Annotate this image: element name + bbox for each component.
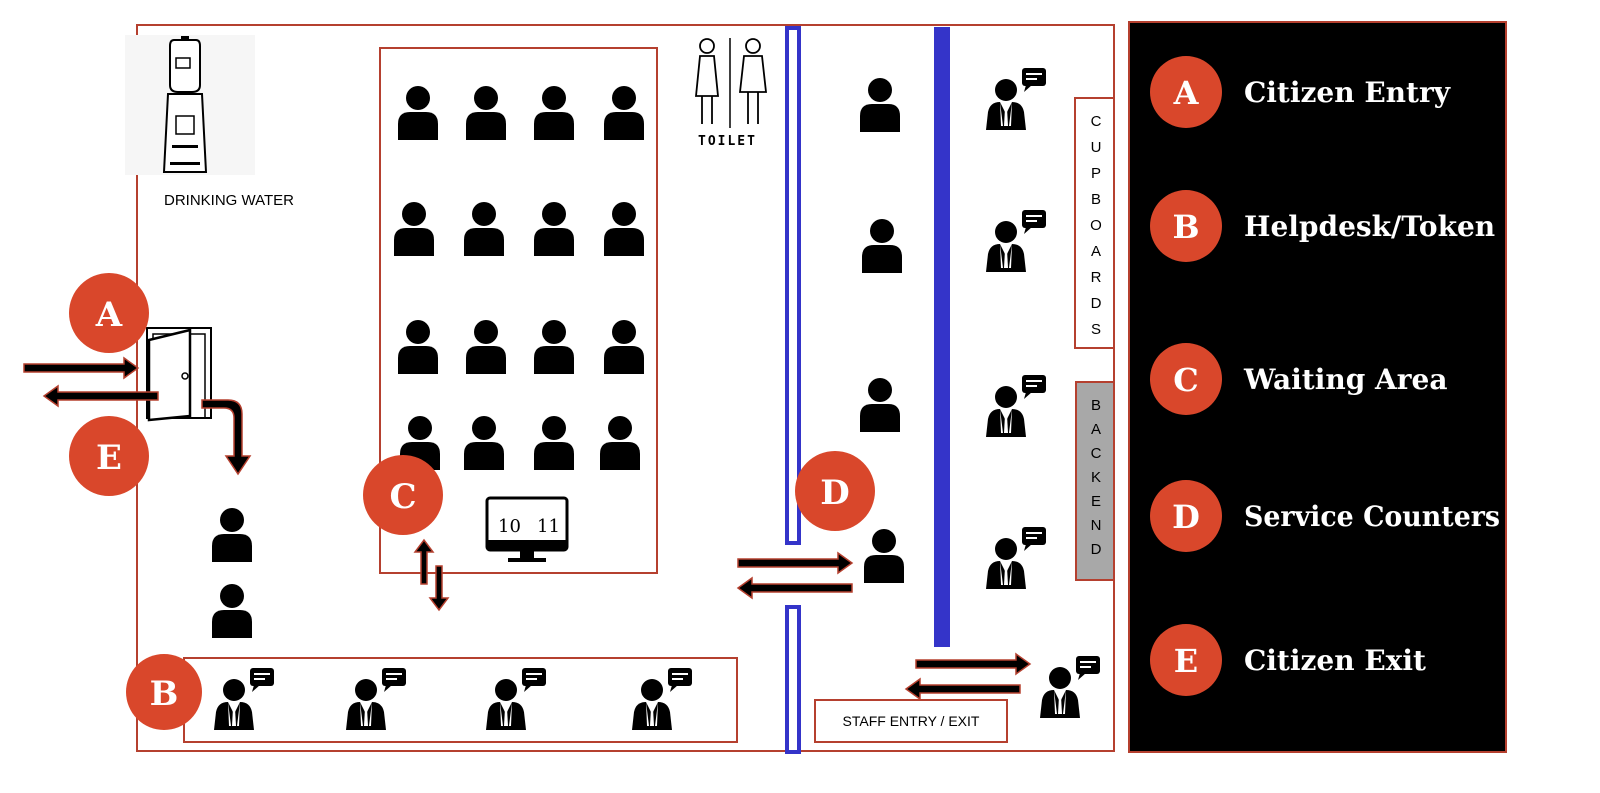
counter-arrows bbox=[736, 551, 854, 600]
legend-marker bbox=[1150, 480, 1222, 552]
marker-E: E bbox=[69, 416, 149, 496]
legend-marker bbox=[1150, 343, 1222, 415]
svg-text:E: E bbox=[96, 438, 122, 478]
partition-line-left-upper bbox=[785, 26, 801, 545]
legend-item-a: A Citizen Entry bbox=[1150, 56, 1451, 128]
token-number-2: 11 bbox=[537, 516, 560, 537]
marker-B: B bbox=[126, 654, 202, 730]
cupboards-letter: D bbox=[1091, 295, 1102, 312]
backend-letter: B bbox=[1091, 397, 1101, 414]
cupboards-letter: B bbox=[1091, 191, 1101, 208]
legend-item-b: B Helpdesk/Token bbox=[1150, 190, 1495, 262]
waiting-area-box bbox=[379, 47, 658, 574]
svg-text:D: D bbox=[820, 473, 849, 513]
legend-marker-letter: C bbox=[1173, 361, 1198, 399]
legend-marker-letter: D bbox=[1172, 498, 1200, 536]
cupboards-letter: P bbox=[1091, 165, 1101, 182]
backend-letter: D bbox=[1091, 541, 1102, 558]
toilet-label: TOILET bbox=[698, 134, 757, 149]
legend-marker bbox=[1150, 56, 1222, 128]
marker-C: C bbox=[363, 455, 443, 535]
svg-text:A: A bbox=[95, 295, 123, 335]
cupboards-letter: S bbox=[1091, 321, 1101, 338]
backend-letter: K bbox=[1091, 469, 1101, 486]
backend-letter: N bbox=[1091, 517, 1102, 534]
backend-letter: C bbox=[1091, 445, 1102, 462]
legend-item-e: E Citizen Exit bbox=[1150, 624, 1426, 696]
legend-item-label: Waiting Area bbox=[1243, 363, 1447, 396]
cupboards-letter: U bbox=[1091, 139, 1102, 156]
water-cooler-icon bbox=[125, 35, 255, 175]
to-helpdesk-arrow bbox=[201, 399, 252, 476]
staff-entry-arrows bbox=[904, 652, 1032, 701]
staff-entry-exit-box bbox=[814, 699, 1008, 743]
cupboards-letter: A bbox=[1091, 243, 1101, 260]
entry-queue-citizens bbox=[212, 508, 252, 638]
legend-marker-letter: E bbox=[1174, 642, 1198, 680]
legend-item-label: Service Counters bbox=[1244, 500, 1500, 533]
legend-marker bbox=[1150, 624, 1222, 696]
backend-box bbox=[1075, 381, 1115, 581]
toilet-icon bbox=[695, 38, 768, 128]
cupboards-letter: O bbox=[1090, 217, 1102, 234]
entry-door-icon bbox=[146, 327, 212, 422]
cupboards-letter: R bbox=[1091, 269, 1102, 286]
counter-line bbox=[934, 27, 950, 647]
token-display-monitor-icon bbox=[485, 496, 569, 562]
legend-item-label: Citizen Entry bbox=[1244, 76, 1451, 109]
waiting-citizens-grid bbox=[394, 86, 644, 470]
legend-item-label: Helpdesk/Token bbox=[1244, 210, 1495, 243]
legend-marker-letter: B bbox=[1172, 208, 1199, 246]
marker-D: D bbox=[795, 451, 875, 531]
legend-marker bbox=[1150, 190, 1222, 262]
marker-A: A bbox=[69, 273, 149, 353]
svg-text:C: C bbox=[389, 477, 416, 517]
backend-letter: E bbox=[1091, 493, 1101, 510]
partition-line-left-lower bbox=[785, 605, 801, 754]
legend-marker-letter: A bbox=[1173, 74, 1200, 112]
cupboards-letter: C bbox=[1091, 113, 1102, 130]
legend-item-label: Citizen Exit bbox=[1244, 644, 1426, 677]
token-number-1: 10 bbox=[498, 516, 521, 537]
helpdesk-staff bbox=[214, 668, 692, 730]
entry-exit-arrows bbox=[23, 356, 159, 408]
legend-item-d: D Service Counters bbox=[1150, 480, 1500, 552]
backend-letter: A bbox=[1091, 421, 1101, 438]
helpdesk-waiting-arrows bbox=[413, 538, 450, 612]
svg-text:B: B bbox=[150, 674, 179, 714]
staff-entry-exit-label: STAFF ENTRY / EXIT bbox=[843, 713, 980, 729]
cupboards-box bbox=[1074, 97, 1115, 349]
legend-item-c: C Waiting Area bbox=[1150, 343, 1447, 415]
drinking-water-label: DRINKING WATER bbox=[164, 192, 294, 209]
